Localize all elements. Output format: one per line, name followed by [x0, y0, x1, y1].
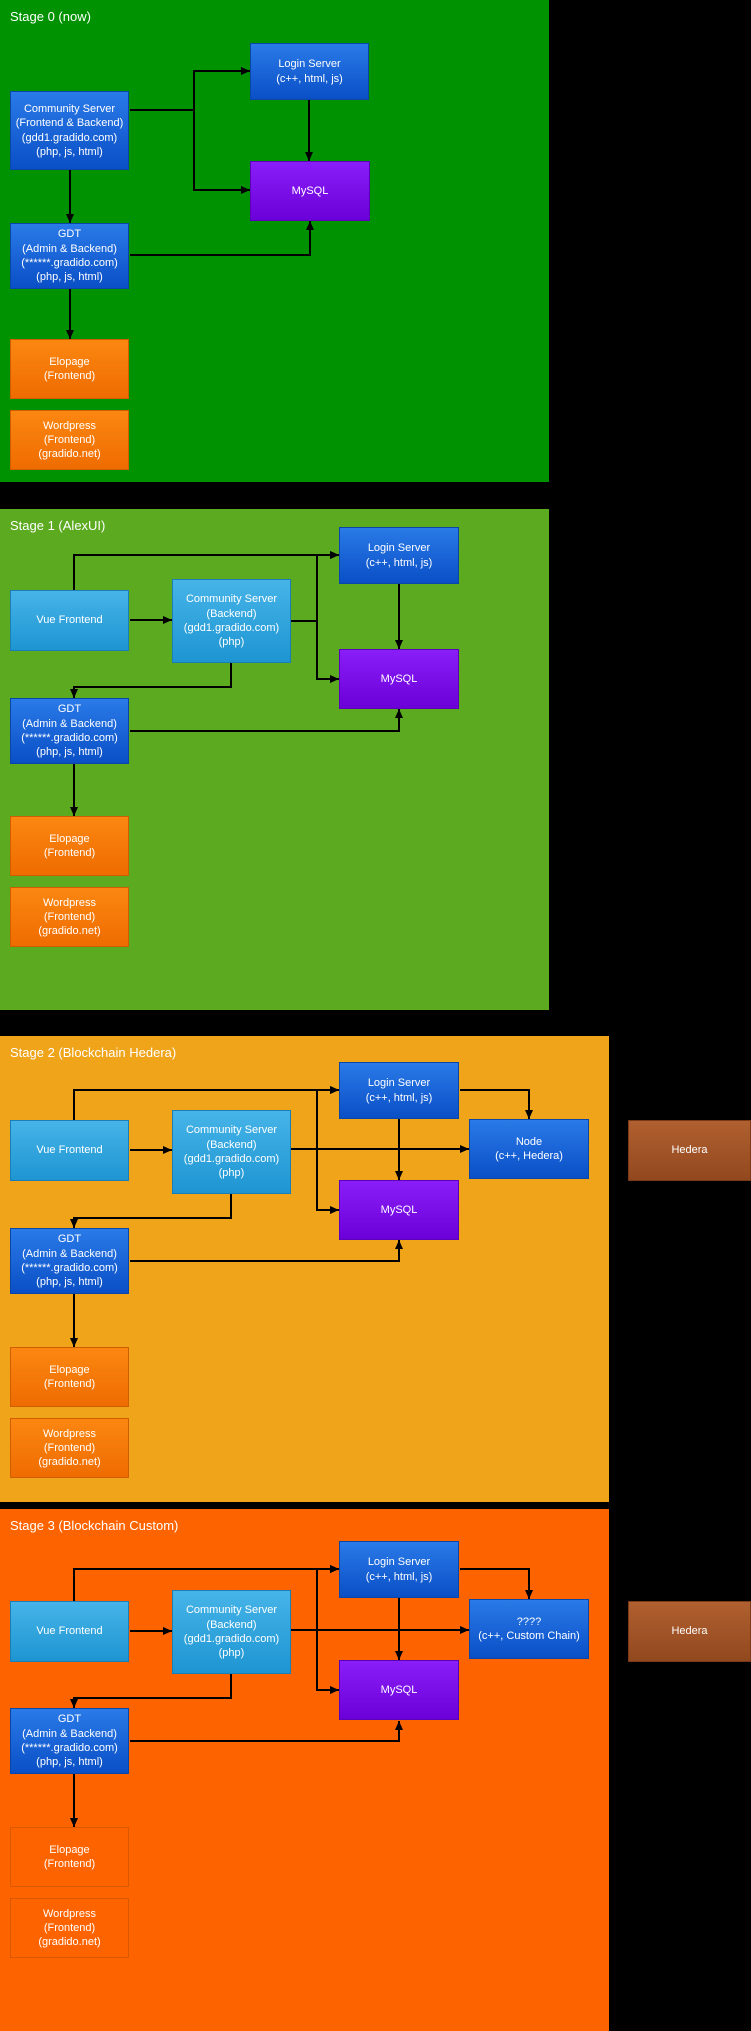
stage2-node-vue-frontend: Vue Frontend	[10, 1120, 129, 1181]
stage2-node-login-server: Login Server (c++, html, js)	[339, 1062, 459, 1119]
stage0-node-mysql: MySQL	[250, 161, 370, 221]
stage3-node-wordpress: Wordpress (Frontend) (gradido.net)	[10, 1898, 129, 1958]
stage1-node-login-server: Login Server (c++, html, js)	[339, 527, 459, 584]
stage2-title: Stage 2 (Blockchain Hedera)	[10, 1045, 177, 1060]
stage3-node-hedera: Hedera	[628, 1601, 751, 1662]
stage0-node-elopage: Elopage (Frontend)	[10, 339, 129, 399]
stage1-node-wordpress: Wordpress (Frontend) (gradido.net)	[10, 887, 129, 947]
stage1-node-vue-frontend: Vue Frontend	[10, 590, 129, 651]
stage3-node-vue-frontend: Vue Frontend	[10, 1601, 129, 1662]
stage2-node-elopage: Elopage (Frontend)	[10, 1347, 129, 1407]
stage3-node-mysql: MySQL	[339, 1660, 459, 1720]
stage3-node-custom-chain: ???? (c++, Custom Chain)	[469, 1599, 589, 1659]
stage2-node-gdt: GDT (Admin & Backend) (******.gradido.co…	[10, 1228, 129, 1294]
stage0-node-wordpress: Wordpress (Frontend) (gradido.net)	[10, 410, 129, 470]
stage1-node-community-server: Community Server (Backend) (gdd1.gradido…	[172, 579, 291, 663]
stage3-node-login-server: Login Server (c++, html, js)	[339, 1541, 459, 1598]
stage2-node-community-server: Community Server (Backend) (gdd1.gradido…	[172, 1110, 291, 1194]
stage3-node-gdt: GDT (Admin & Backend) (******.gradido.co…	[10, 1708, 129, 1774]
stage2-node-hedera-node: Node (c++, Hedera)	[469, 1119, 589, 1179]
stage0-title: Stage 0 (now)	[10, 9, 91, 24]
stage2-node-mysql: MySQL	[339, 1180, 459, 1240]
stage1-node-mysql: MySQL	[339, 649, 459, 709]
stage3-node-community-server: Community Server (Backend) (gdd1.gradido…	[172, 1590, 291, 1674]
stage1-title: Stage 1 (AlexUI)	[10, 518, 106, 533]
stage2-node-hedera: Hedera	[628, 1120, 751, 1181]
stage1-node-gdt: GDT (Admin & Backend) (******.gradido.co…	[10, 698, 129, 764]
stage3-node-elopage: Elopage (Frontend)	[10, 1827, 129, 1887]
stage0-node-login-server: Login Server (c++, html, js)	[250, 43, 369, 100]
stage0-node-gdt: GDT (Admin & Backend) (******.gradido.co…	[10, 223, 129, 289]
stage1-node-elopage: Elopage (Frontend)	[10, 816, 129, 876]
stage2-node-wordpress: Wordpress (Frontend) (gradido.net)	[10, 1418, 129, 1478]
stage3-title: Stage 3 (Blockchain Custom)	[10, 1518, 179, 1533]
stage0-node-community-server: Community Server (Frontend & Backend) (g…	[10, 91, 129, 170]
